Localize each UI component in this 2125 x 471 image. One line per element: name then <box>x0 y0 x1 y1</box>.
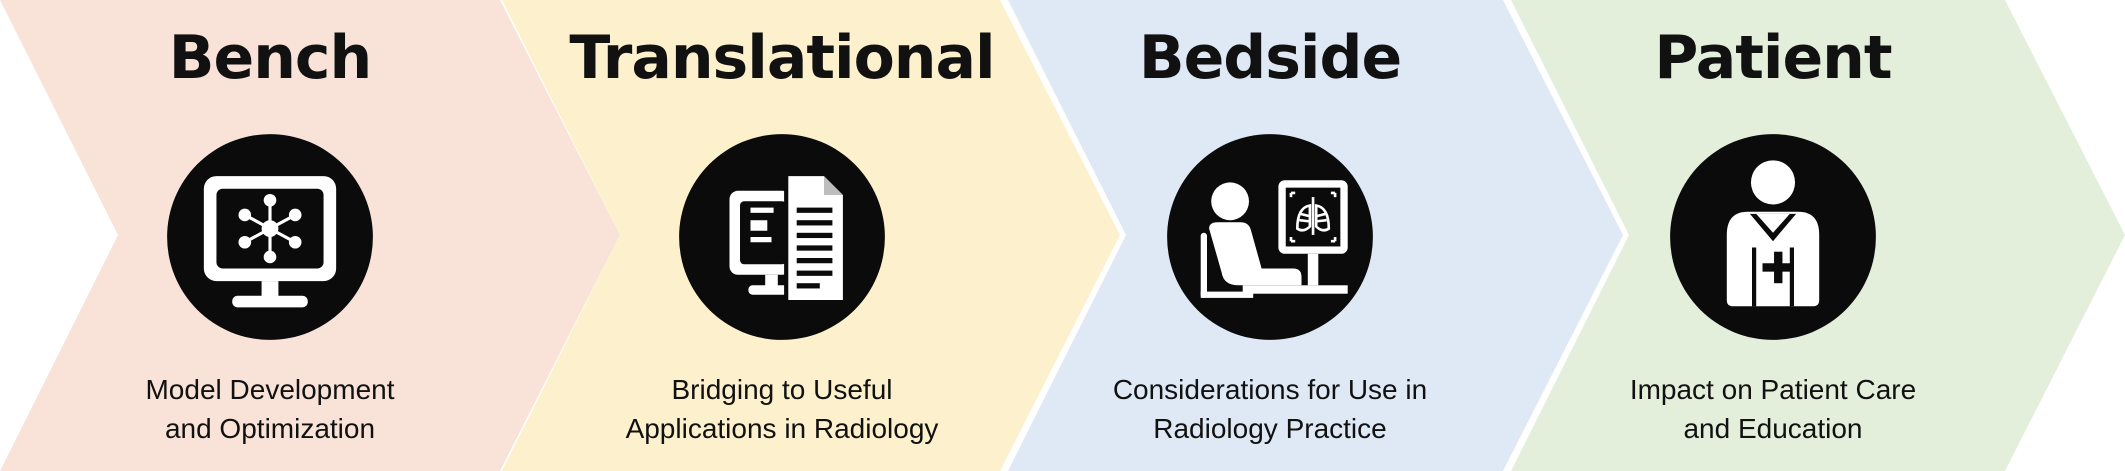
stage-title: Translational <box>569 23 995 93</box>
stage-bench: Bench <box>40 0 500 471</box>
radiologist-xray-icon <box>1165 132 1375 342</box>
stage-description: Impact on Patient Care and Education <box>1543 370 2003 448</box>
patient-icon <box>1668 132 1878 342</box>
stage-bedside: Bedside <box>1040 0 1500 471</box>
stage-translational: Translational <box>552 0 1012 471</box>
stage-description-line: Considerations for Use in <box>1112 374 1428 405</box>
stage-description-line: Impact on Patient Care <box>1629 374 1917 405</box>
stage-description-line: Bridging to Useful <box>671 374 893 405</box>
stage-title: Patient <box>1654 23 1892 93</box>
stage-title: Bench <box>168 23 372 93</box>
stage-description-line: Applications in Radiology <box>625 413 939 444</box>
stage-description-line: and Education <box>1683 413 1863 444</box>
monitor-network-icon <box>165 132 375 342</box>
stage-patient: Patient Impact on Patient Care and Educa… <box>1543 0 2003 471</box>
monitor-document-icon <box>677 132 887 342</box>
stage-description-line: and Optimization <box>164 413 376 444</box>
stage-description: Model Development and Optimization <box>40 370 500 448</box>
stage-title: Bedside <box>1138 23 1402 93</box>
stage-description-line: Radiology Practice <box>1153 413 1387 444</box>
stage-description-line: Model Development <box>145 374 395 405</box>
stage-description: Bridging to Useful Applications in Radio… <box>552 370 1012 448</box>
stage-description: Considerations for Use in Radiology Prac… <box>1040 370 1500 448</box>
